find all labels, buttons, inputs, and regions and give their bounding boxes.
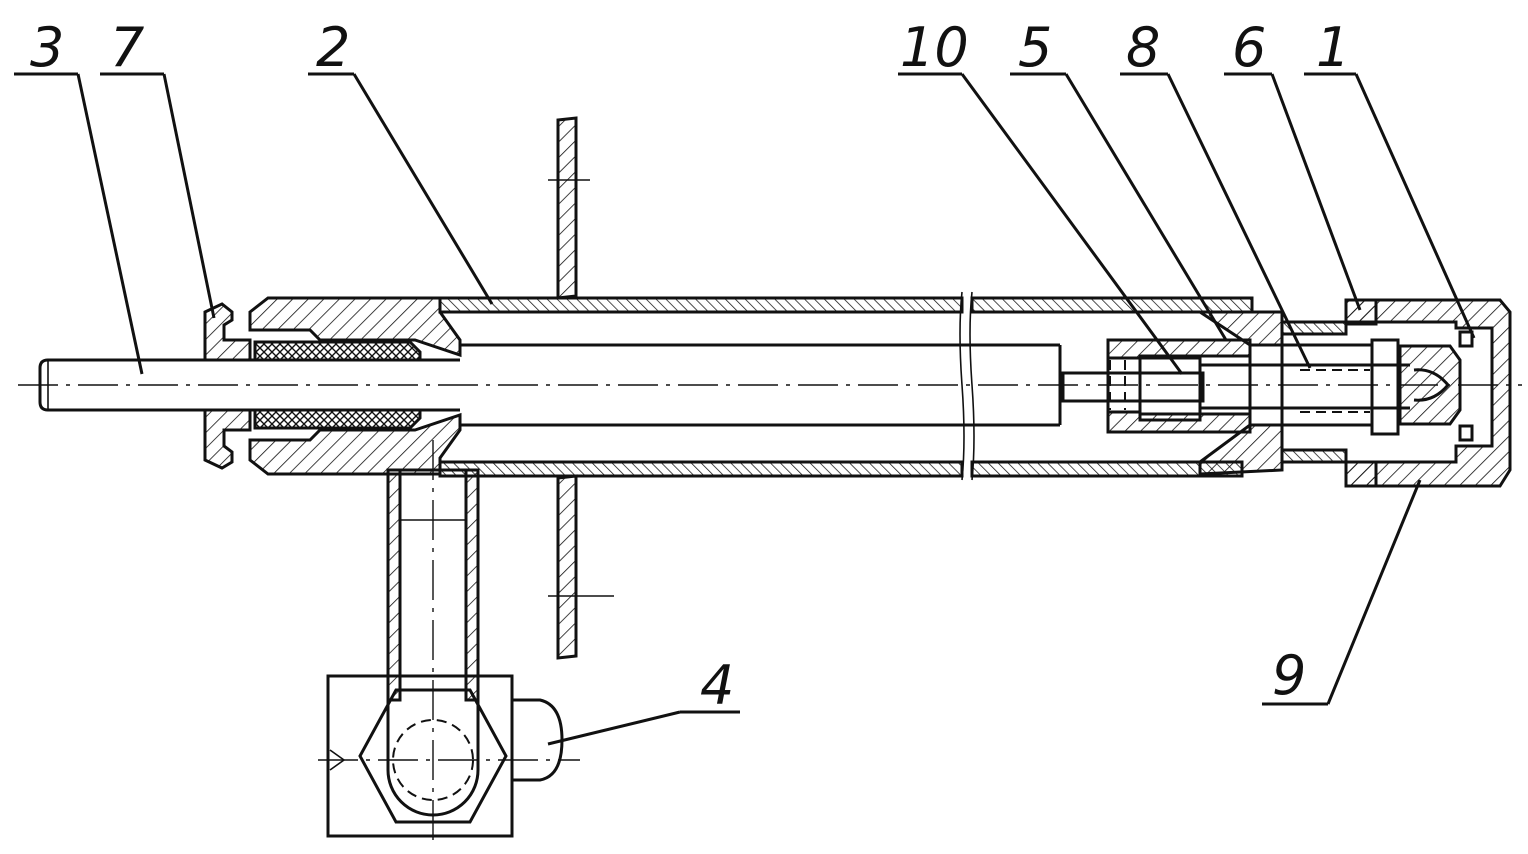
label-4: 4 (700, 654, 734, 717)
label-7: 7 (110, 16, 144, 79)
label-10: 10 (900, 16, 969, 79)
leader-lines (14, 72, 1476, 746)
gland-housing (248, 296, 462, 476)
side-pipe-part-4 (318, 440, 580, 842)
piston-block-parts-10-5 (1061, 338, 1252, 434)
cone-sleeve-part-5 (1195, 310, 1284, 476)
stem-part-8 (1200, 363, 1410, 413)
label-9: 9 (1272, 644, 1306, 707)
flange-plate (548, 116, 614, 660)
label-8: 8 (1126, 16, 1160, 79)
nut-part-7 (203, 302, 252, 470)
end-cap-parts-6-1-9 (1280, 298, 1512, 488)
label-1: 1 (1316, 16, 1350, 79)
label-2: 2 (316, 16, 350, 79)
label-6: 6 (1232, 16, 1266, 79)
tube-part-2 (438, 291, 1254, 481)
label-5: 5 (1018, 16, 1052, 79)
label-3: 3 (30, 16, 64, 79)
